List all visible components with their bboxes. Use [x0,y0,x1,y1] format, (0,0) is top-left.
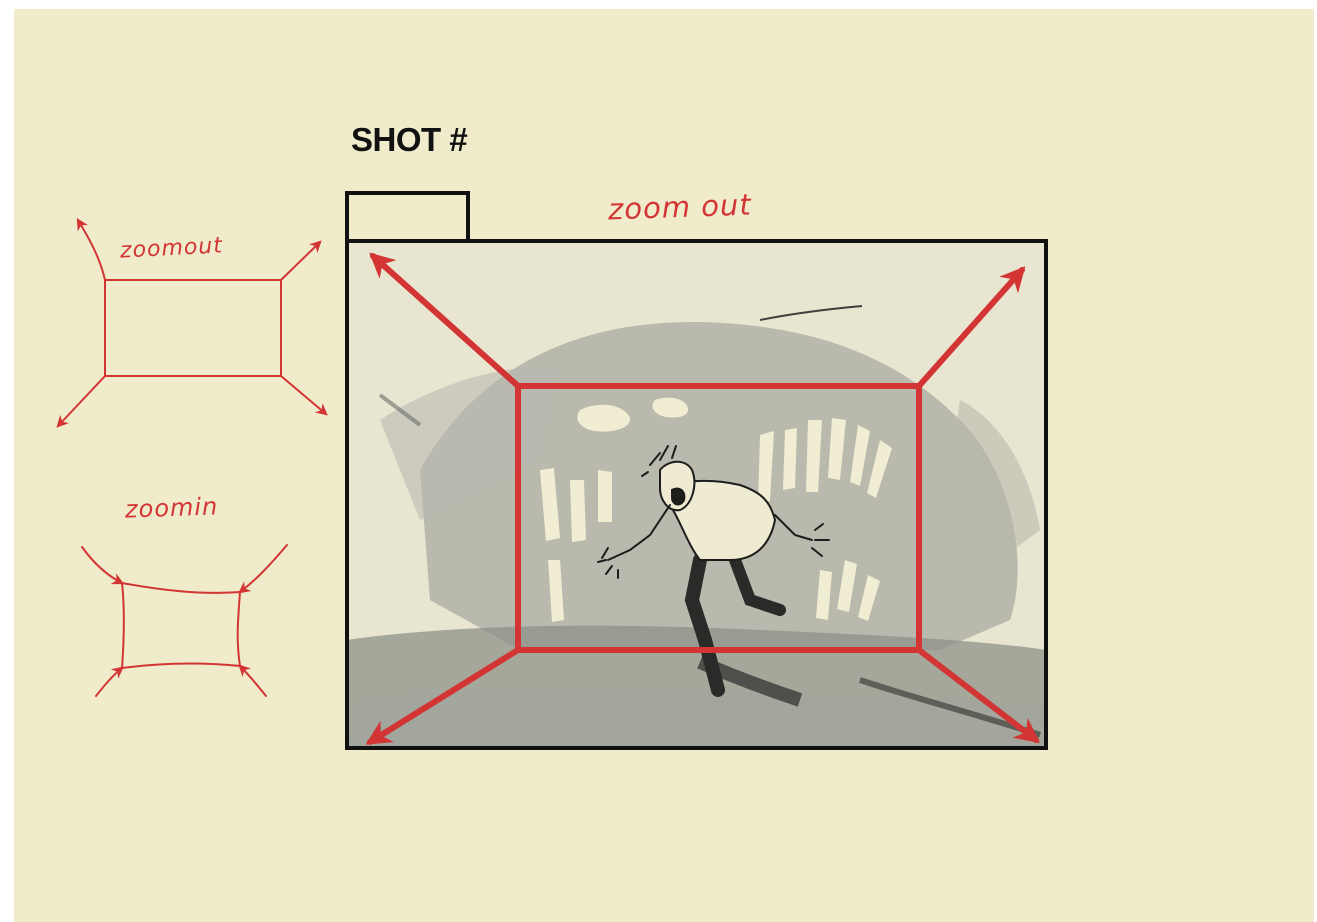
legend-arrow-icon [82,547,122,583]
storyboard-panel [347,193,1046,748]
legend-arrow-icon [58,376,105,426]
legend-arrow-icon [240,545,287,592]
legend-arrow-icon [78,220,105,280]
zoom-out-legend-frame [105,280,281,376]
shot-number-box[interactable] [347,193,468,241]
zoom-in-legend [82,545,287,696]
legend-arrow-icon [96,668,122,696]
zoom-out-annotation: zoom out [607,188,752,227]
zoom-in-legend-label: zoomin [125,492,219,523]
legend-arrow-icon [240,666,266,696]
shot-number-label: SHOT # [351,121,467,159]
zoom-in-legend-frame [122,583,240,668]
legend-arrow-icon [281,242,320,280]
legend-arrow-icon [281,376,326,414]
